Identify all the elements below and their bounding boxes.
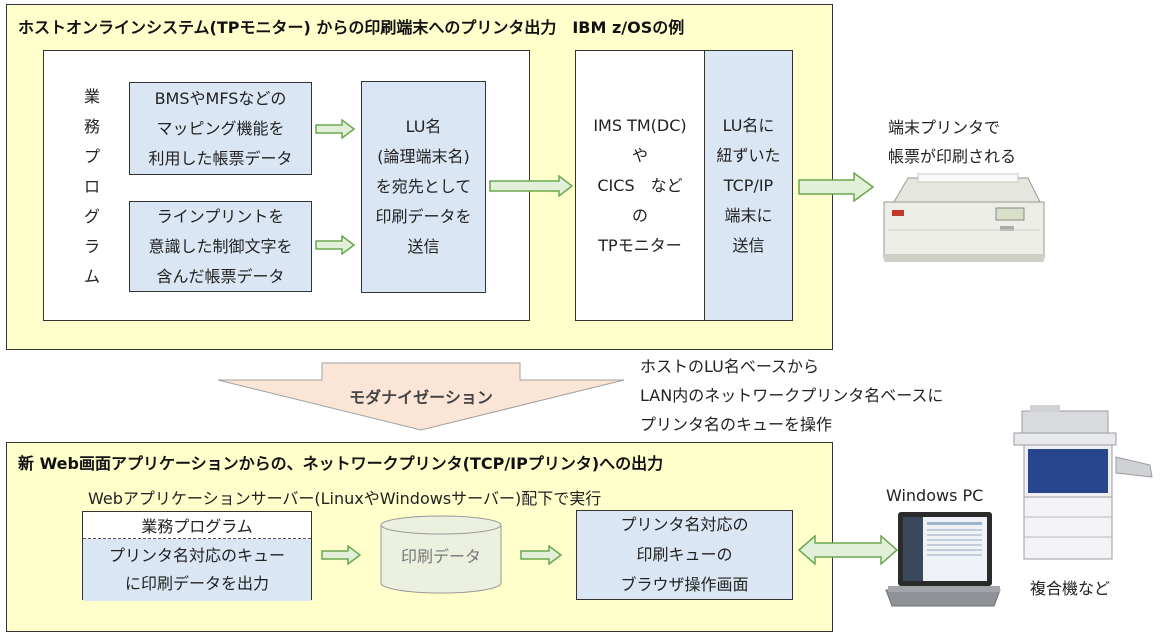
box-line: プリンタ名対応のキュー <box>108 546 285 565</box>
box-line: LU名に <box>722 115 775 135</box>
bms-mfs-box: BMSやMFSなどの マッピング機能を 利用した帳票データ <box>129 82 312 175</box>
arrow-right-icon <box>798 172 874 202</box>
arrow-right-icon <box>321 545 361 565</box>
caption-line: 帳票が印刷される <box>888 147 1017 166</box>
vertical-char: ラ <box>83 237 100 256</box>
box-line: 含んだ帳票データ <box>156 266 285 286</box>
box-line: BMSやMFSなどの <box>154 88 287 108</box>
modernization-label: モダナイゼーション <box>349 388 493 407</box>
modernization-note: ホストのLU名ベースから LAN内のネットワークプリンタ名ベースに プリンタ名の… <box>640 352 943 439</box>
laptop-icon <box>882 510 1004 614</box>
box-line: を宛先として <box>375 177 472 196</box>
windows-pc-label: Windows PC <box>886 486 984 505</box>
note-line: プリンタ名のキューを操作 <box>640 415 833 434</box>
box-line: IMS TM(DC) <box>593 115 687 135</box>
program-header: 業務プログラム <box>83 512 311 539</box>
business-program-vertical-label: 業 務 プ ロ グ ラ ム <box>80 82 104 292</box>
box-line: LU名 <box>405 117 442 136</box>
line-print-box: ラインプリントを 意識した制御文字を 含んだ帳票データ <box>129 201 312 292</box>
top-title: ホストオンラインシステム(TPモニター) からの印刷端末へのプリンタ出力 IBM… <box>18 18 685 37</box>
caption-line: 端末プリンタで <box>888 118 1001 137</box>
box-line: CICS など <box>597 175 683 195</box>
dot-matrix-printer-icon <box>878 172 1048 274</box>
box-line: TCP/IP <box>723 175 774 195</box>
box-line: マッピング機能を <box>156 118 285 138</box>
business-program-box: 業務プログラム プリンタ名対応のキュー に印刷データを出力 <box>82 511 312 601</box>
vertical-char: 務 <box>83 117 100 136</box>
arrow-right-icon <box>315 235 355 255</box>
vertical-char: ロ <box>83 177 100 196</box>
printer-caption: 端末プリンタで 帳票が印刷される <box>888 113 1016 171</box>
box-line: 意識した制御文字を <box>148 236 293 256</box>
arrow-right-icon <box>520 545 562 565</box>
box-line: ラインプリントを <box>156 206 285 226</box>
box-line: の <box>631 205 648 225</box>
mfp-label: 複合機など <box>1030 579 1111 598</box>
note-line: ホストのLU名ベースから <box>640 357 820 376</box>
box-line: 印刷データを <box>375 207 472 226</box>
bottom-subtitle: Webアプリケーションサーバー(LinuxやWindowsサーバー)配下で実行 <box>88 489 602 508</box>
tp-monitor-box: IMS TM(DC) や CICS など の TPモニター <box>575 50 705 321</box>
vertical-char: ム <box>83 267 100 286</box>
note-line: LAN内のネットワークプリンタ名ベースに <box>640 386 944 405</box>
box-line: 送信 <box>732 235 765 255</box>
box-line: 紐ずいた <box>716 145 781 165</box>
arrow-right-icon <box>315 119 355 139</box>
box-line: プリンタ名対応の <box>620 515 749 534</box>
lu-name-box: LU名 (論理端末名) を宛先として 印刷データを 送信 <box>361 81 486 293</box>
vertical-char: グ <box>83 207 100 226</box>
print-queue-box: プリンタ名対応の 印刷キューの ブラウザ操作画面 <box>576 510 793 600</box>
box-line: に印刷データを出力 <box>124 574 269 593</box>
arrow-right-icon <box>489 175 573 197</box>
bottom-title: 新 Web画面アプリケーションからの、ネットワークプリンタ(TCP/IPプリンタ… <box>18 454 664 473</box>
lu-send-box: LU名に 紐ずいた TCP/IP 端末に 送信 <box>704 50 793 321</box>
multifunction-printer-icon <box>1010 403 1160 569</box>
double-arrow-icon <box>798 535 898 565</box>
vertical-char: 業 <box>83 87 100 106</box>
vertical-char: プ <box>83 147 100 166</box>
box-line: (論理端末名) <box>377 147 470 166</box>
modernization-arrow-icon <box>216 362 626 436</box>
box-line: TPモニター <box>598 235 682 255</box>
print-data-cylinder-icon <box>380 515 502 599</box>
box-line: ブラウザ操作画面 <box>620 575 749 594</box>
box-line: 送信 <box>407 237 440 256</box>
box-line: 印刷キューの <box>636 545 733 564</box>
box-line: 端末に <box>724 205 773 225</box>
program-body: プリンタ名対応のキュー に印刷データを出力 <box>83 539 311 601</box>
box-line: や <box>631 145 648 165</box>
print-data-label: 印刷データ <box>400 547 481 566</box>
box-line: 利用した帳票データ <box>148 148 293 168</box>
